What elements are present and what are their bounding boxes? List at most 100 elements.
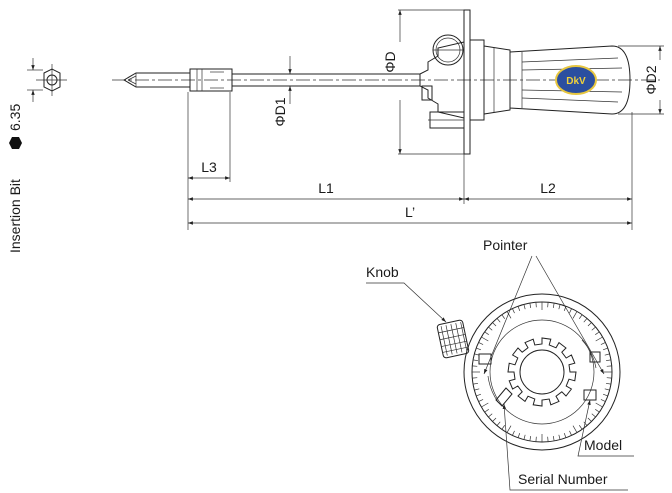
phi-d-label: ΦD	[382, 51, 398, 72]
dial-front-view	[463, 293, 621, 451]
scale-tick	[595, 331, 600, 336]
scale-tick	[517, 306, 521, 312]
bit-holder	[189, 68, 233, 92]
dim-l3: L3	[188, 159, 230, 180]
shaft	[232, 73, 420, 87]
scale-tick	[569, 430, 572, 436]
scale-tick	[492, 417, 497, 422]
pointer-window-left	[478, 353, 492, 365]
scale-tick	[578, 314, 583, 319]
scale-tick	[569, 308, 572, 314]
scale-tick	[506, 425, 512, 433]
scale-tick	[600, 342, 606, 345]
dial-scale-ticks	[472, 302, 612, 442]
scale-tick	[563, 432, 567, 438]
scale-tick	[578, 425, 583, 430]
scale-tick	[481, 336, 489, 342]
scale-tick	[488, 326, 493, 331]
scale-tick	[481, 402, 489, 408]
scale-tick	[595, 336, 603, 342]
dial-knob	[436, 319, 470, 359]
scale-tick	[484, 408, 489, 413]
scale-tick	[595, 408, 600, 413]
knob-callout: Knob	[366, 264, 447, 323]
scale-tick	[478, 342, 484, 345]
scale-tick	[474, 388, 480, 391]
phi-d1-label: ΦD1	[272, 97, 288, 126]
bit-size-label: 6.35	[7, 104, 23, 131]
scale-tick	[591, 413, 596, 418]
scale-tick	[529, 303, 532, 309]
l2-label: L2	[540, 180, 556, 196]
scale-tick	[552, 303, 555, 309]
scale-tick	[473, 382, 479, 385]
scale-tick	[476, 393, 482, 397]
knob-label: Knob	[366, 264, 399, 280]
scale-tick	[512, 430, 515, 436]
hexagon-icon	[9, 137, 22, 149]
scale-tick	[583, 318, 588, 323]
scale-tick	[558, 304, 561, 310]
serial-number-label: Serial Number	[518, 471, 608, 487]
scale-tick	[529, 435, 532, 441]
insertion-bit-label: Insertion Bit	[7, 179, 23, 253]
dim-l-prime: L’	[188, 204, 632, 225]
scale-tick	[605, 359, 611, 362]
dim-phi-d2: ΦD2	[618, 45, 664, 115]
scale-tick	[478, 399, 484, 402]
pointer-callout: Pointer	[483, 237, 605, 375]
scale-tick	[572, 425, 578, 433]
scale-tick	[602, 347, 608, 351]
l-prime-label: L’	[405, 204, 415, 220]
scale-tick	[496, 421, 501, 426]
scale-tick	[587, 322, 592, 327]
scale-tick	[512, 308, 515, 314]
insertion-bit-end-view	[27, 58, 67, 102]
scale-tick	[605, 382, 611, 385]
logo-text: DkV	[566, 76, 586, 87]
scale-tick	[484, 331, 489, 336]
dim-l2: L2	[464, 180, 632, 201]
dial-flange	[419, 9, 471, 155]
scale-tick	[552, 435, 555, 441]
knob	[432, 34, 464, 66]
scale-tick	[558, 434, 561, 440]
spline-bore	[507, 337, 577, 407]
scale-tick	[602, 393, 608, 397]
scale-tick	[583, 421, 588, 426]
scale-tick	[501, 314, 506, 319]
scale-tick	[488, 413, 493, 418]
scale-tick	[600, 399, 606, 402]
collar	[469, 39, 511, 121]
l1-label: L1	[318, 180, 334, 196]
model-label: Model	[584, 437, 622, 453]
scale-tick	[501, 425, 506, 430]
scale-tick	[506, 311, 512, 319]
scale-tick	[474, 353, 480, 356]
dim-phi-d: ΦD	[382, 9, 464, 155]
insertion-bit-label-group: Insertion Bit 6.35	[7, 104, 23, 253]
model-callout: Model	[577, 399, 634, 457]
l3-label: L3	[201, 159, 217, 175]
scale-tick	[572, 311, 578, 319]
dim-l1: L1	[188, 180, 464, 201]
scale-tick	[492, 322, 497, 327]
serial-plate	[495, 387, 513, 407]
scale-tick	[476, 347, 482, 351]
pointer-window-right	[589, 351, 601, 363]
bit-tip	[123, 72, 191, 88]
scale-tick	[517, 432, 521, 438]
scale-tick	[595, 402, 603, 408]
serial-number-callout: Serial Number	[502, 403, 628, 491]
scale-tick	[604, 353, 610, 356]
scale-tick	[523, 304, 526, 310]
scale-tick	[523, 434, 526, 440]
pointer-label: Pointer	[483, 237, 528, 253]
scale-tick	[604, 388, 610, 391]
scale-tick	[591, 326, 596, 331]
phi-d2-label: ΦD2	[643, 65, 659, 94]
scale-tick	[473, 359, 479, 362]
scale-tick	[587, 417, 592, 422]
